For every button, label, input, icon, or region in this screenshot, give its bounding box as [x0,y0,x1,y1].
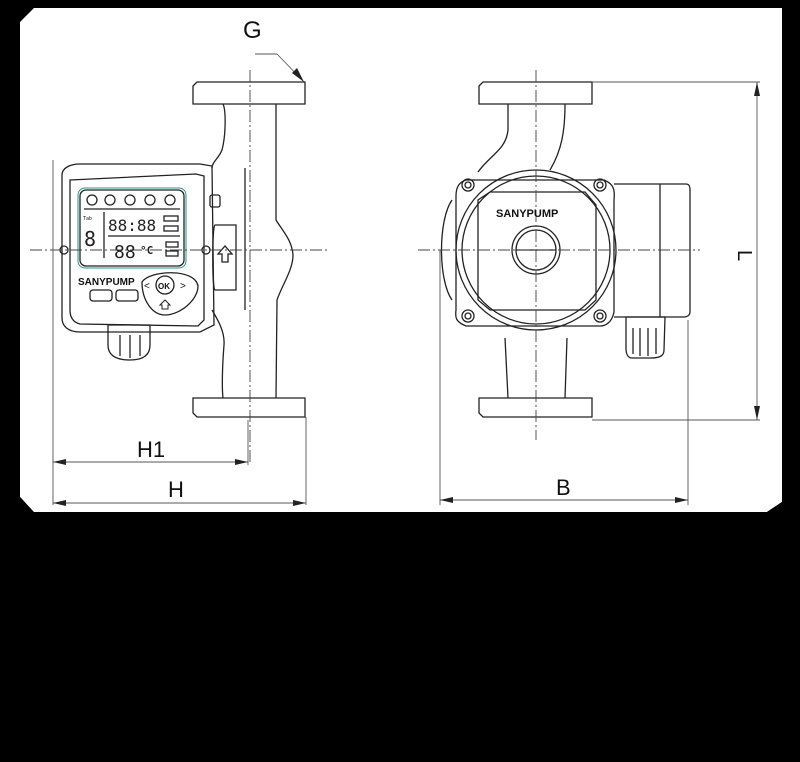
side-view [59,81,306,418]
dim-label-g: G [243,17,262,44]
center-lines [30,70,700,465]
dim-label-l: L [733,250,755,261]
up-arrow-icon [216,245,234,263]
play-button [115,289,139,302]
lcd-unit: °C [140,244,153,257]
dim-label-b: B [556,475,571,500]
lcd-small-label: Tab [83,216,92,222]
front-view [440,81,691,418]
ok-button [155,275,175,295]
right-arrow-icon: > [180,281,186,292]
brand-front: SANYPUMP [496,208,558,220]
brand-panel: SANYPUMP [78,277,135,288]
lcd-time: 88:88 [108,216,156,235]
drawing-panel [20,8,782,512]
book-button [89,289,113,302]
lcd-temperature: 88 [114,242,136,263]
home-icon [158,299,172,310]
dim-label-h1: H1 [137,437,165,462]
status-icons [86,194,176,206]
lcd-digit: 8 [84,227,96,251]
left-arrow-icon: < [144,281,150,292]
dimension-lines [52,53,760,506]
dim-label-h: H [168,477,184,502]
ok-label: OK [158,282,170,291]
